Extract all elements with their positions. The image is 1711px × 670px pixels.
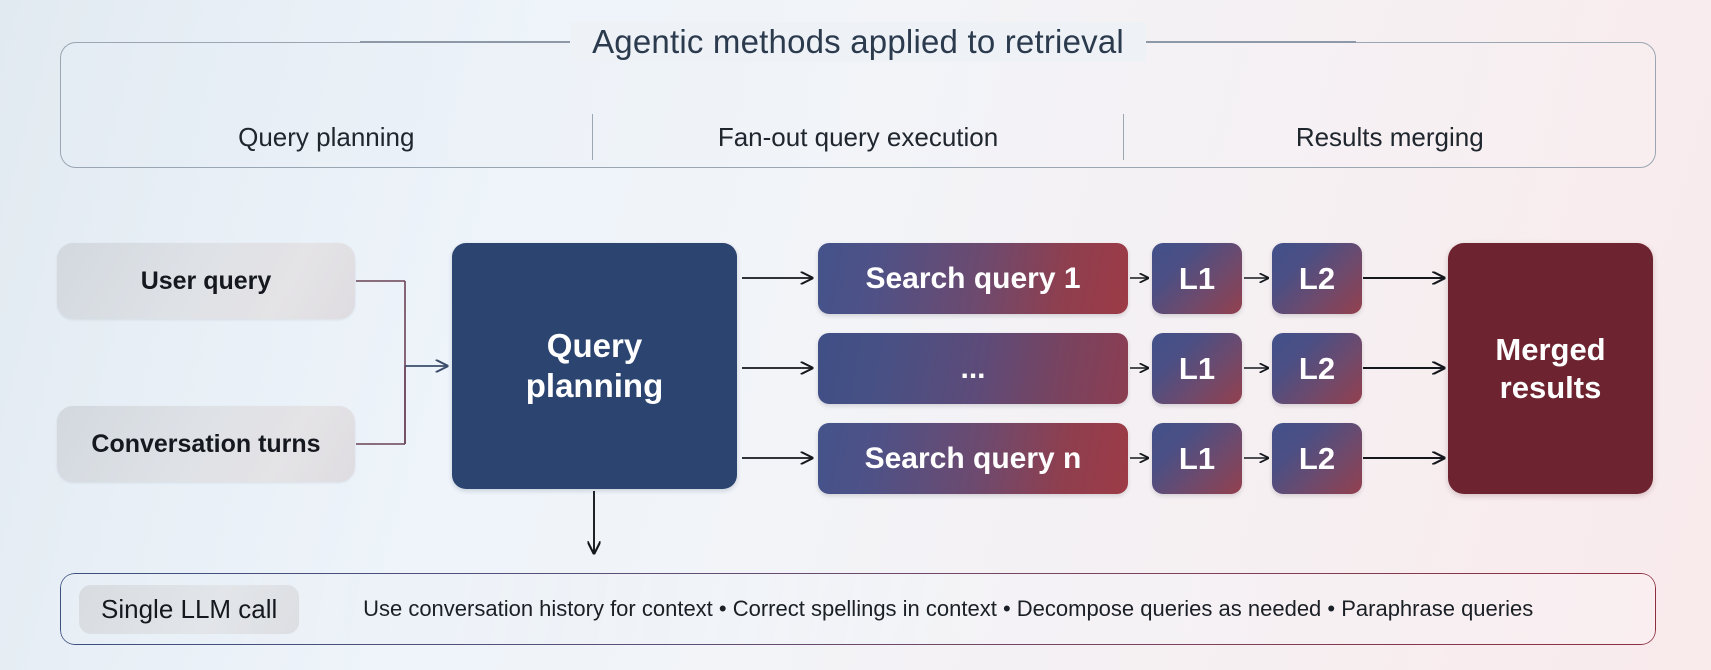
node-search-query-n[interactable]: Search query n: [818, 423, 1128, 494]
node-query-planning[interactable]: Query planning: [452, 243, 737, 489]
node-search-query-1-label: Search query 1: [865, 261, 1081, 295]
node-search-query-ellipsis-label: ...: [960, 351, 986, 385]
node-merged-results-label: Merged results: [1495, 331, 1605, 407]
single-llm-call-bar: Single LLM call Use conversation history…: [60, 573, 1656, 645]
single-llm-call-description: Use conversation history for context • C…: [363, 596, 1534, 621]
node-conversation-turns[interactable]: Conversation turns: [57, 406, 355, 482]
node-search-query-1[interactable]: Search query 1: [818, 243, 1128, 314]
stage-label-results-merging: Results merging: [1295, 121, 1484, 152]
single-llm-call-pill[interactable]: Single LLM call: [79, 584, 300, 634]
node-l1-row-2[interactable]: L1: [1152, 333, 1242, 404]
node-user-query[interactable]: User query: [57, 243, 355, 319]
node-l1-row-1[interactable]: L1: [1152, 243, 1242, 314]
node-query-planning-line2: planning: [525, 367, 664, 404]
node-search-query-n-label: Search query n: [864, 441, 1082, 475]
stage-divider-2: [1123, 114, 1125, 160]
node-l2-row-3[interactable]: L2: [1272, 423, 1362, 494]
agentic-stages-panel: Query planning Fan-out query execution R…: [60, 42, 1656, 168]
node-l2-row-2[interactable]: L2: [1272, 333, 1362, 404]
node-l1-row-2-label: L1: [1178, 350, 1216, 386]
connector-inputs-to-planner: [356, 280, 406, 445]
node-merged-results-line2: results: [1499, 369, 1602, 405]
node-merged-results-line1: Merged: [1495, 331, 1606, 367]
stage-label-query-planning: Query planning: [238, 121, 415, 152]
node-search-query-ellipsis[interactable]: ...: [818, 333, 1128, 404]
node-merged-results[interactable]: Merged results: [1448, 243, 1653, 494]
stage-label-fan-out-query-execution: Fan-out query execution: [717, 121, 999, 152]
node-query-planning-label: Query planning: [526, 326, 663, 407]
node-user-query-label: User query: [140, 266, 272, 295]
node-l2-row-1-label: L2: [1298, 260, 1336, 296]
node-l2-row-2-label: L2: [1298, 350, 1336, 386]
node-l1-row-3[interactable]: L1: [1152, 423, 1242, 494]
node-l1-row-3-label: L1: [1178, 440, 1216, 476]
node-l2-row-1[interactable]: L2: [1272, 243, 1362, 314]
stage-label-row: Query planning Fan-out query execution R…: [61, 105, 1655, 169]
node-l1-row-1-label: L1: [1178, 260, 1216, 296]
node-conversation-turns-label: Conversation turns: [91, 429, 321, 458]
node-query-planning-line1: Query: [546, 326, 643, 364]
stage-divider-1: [591, 114, 593, 160]
node-l2-row-3-label: L2: [1298, 440, 1336, 476]
